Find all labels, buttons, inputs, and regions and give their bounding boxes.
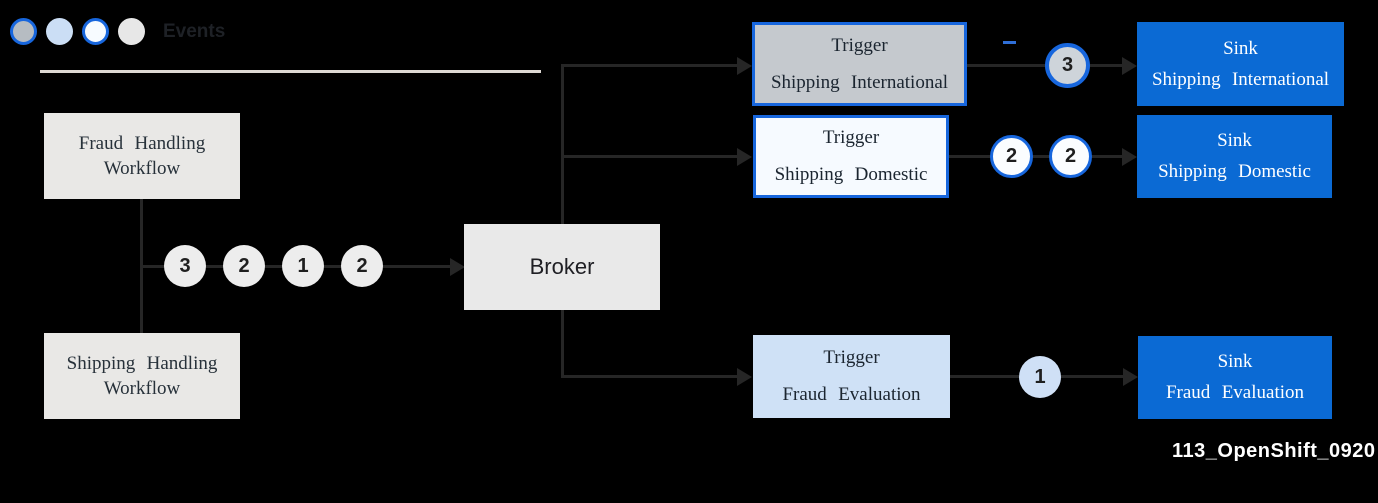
legend-event-circle-4	[118, 18, 145, 45]
sink-name: Shipping Domestic	[1158, 161, 1311, 182]
event-dash-mark	[1003, 41, 1016, 44]
connector-trigger-to-sink-shipping-international	[967, 64, 1122, 67]
delivered-count-shipping-domestic-1: 2	[990, 135, 1033, 178]
broker-label: Broker	[529, 254, 595, 279]
node-sink-shipping-international: Sink Shipping International	[1137, 22, 1344, 106]
trigger-name: Shipping Domestic	[774, 164, 928, 185]
connector-broker-down-vertical	[561, 310, 564, 377]
node-label-line2: Workflow	[103, 158, 181, 179]
delivered-count-shipping-domestic-2: 2	[1049, 135, 1092, 178]
delivered-count-shipping-international: 3	[1045, 43, 1090, 88]
connector-broker-up-vertical	[561, 65, 564, 224]
arrowhead-into-trigger-shipping-international	[737, 57, 752, 75]
node-shipping-handling-workflow: Shipping Handling Workflow	[44, 333, 240, 419]
node-trigger-shipping-domestic: Trigger Shipping Domestic	[753, 115, 949, 198]
legend-event-circle-1	[10, 18, 37, 45]
trigger-type-label: Trigger	[823, 347, 880, 368]
sink-type-label: Sink	[1223, 37, 1258, 59]
sink-name: Fraud Evaluation	[1165, 382, 1305, 403]
trigger-type-label: Trigger	[831, 34, 888, 56]
arrowhead-into-broker	[450, 258, 465, 276]
connector-to-trigger-shipping-international	[561, 64, 738, 67]
arrowhead-into-trigger-fraud-evaluation	[737, 368, 752, 386]
sink-type-label: Sink	[1217, 351, 1253, 372]
legend-separator-line	[40, 70, 541, 73]
node-sink-shipping-domestic: Sink Shipping Domestic	[1137, 115, 1332, 198]
arrowhead-into-sink-shipping-domestic	[1122, 148, 1137, 166]
diagram-caption: 113_OpenShift_0920	[1172, 440, 1376, 462]
legend-title: Events	[163, 21, 226, 42]
queue-event-count-1: 3	[164, 245, 206, 287]
connector-to-trigger-fraud-evaluation	[561, 375, 738, 378]
node-label-line2: Workflow	[103, 378, 181, 399]
legend-event-circle-3	[82, 18, 109, 45]
trigger-name: Shipping International	[770, 71, 949, 93]
connector-to-trigger-shipping-domestic	[561, 155, 738, 158]
trigger-type-label: Trigger	[822, 127, 880, 148]
queue-event-count-4: 2	[341, 245, 383, 287]
node-trigger-fraud-evaluation: Trigger Fraud Evaluation	[753, 335, 950, 418]
sink-name: Shipping International	[1151, 68, 1330, 90]
node-label-line1: Fraud Handling	[78, 132, 206, 154]
node-trigger-shipping-international: Trigger Shipping International	[752, 22, 967, 106]
arrowhead-into-trigger-shipping-domestic	[737, 148, 752, 166]
connector-trigger-to-sink-shipping-domestic	[949, 155, 1122, 158]
node-fraud-handling-workflow: Fraud Handling Workflow	[44, 113, 240, 199]
node-broker: Broker	[464, 224, 660, 310]
arrowhead-into-sink-shipping-international	[1122, 57, 1137, 75]
queue-event-count-2: 2	[223, 245, 265, 287]
delivered-count-fraud-evaluation: 1	[1019, 356, 1061, 398]
sink-type-label: Sink	[1217, 130, 1252, 151]
trigger-name: Fraud Evaluation	[782, 384, 921, 405]
queue-event-count-3: 1	[282, 245, 324, 287]
node-label-line1: Shipping Handling	[66, 352, 218, 374]
legend-event-circle-2	[46, 18, 73, 45]
arrowhead-into-sink-fraud-evaluation	[1123, 368, 1138, 386]
node-sink-fraud-evaluation: Sink Fraud Evaluation	[1138, 336, 1332, 419]
